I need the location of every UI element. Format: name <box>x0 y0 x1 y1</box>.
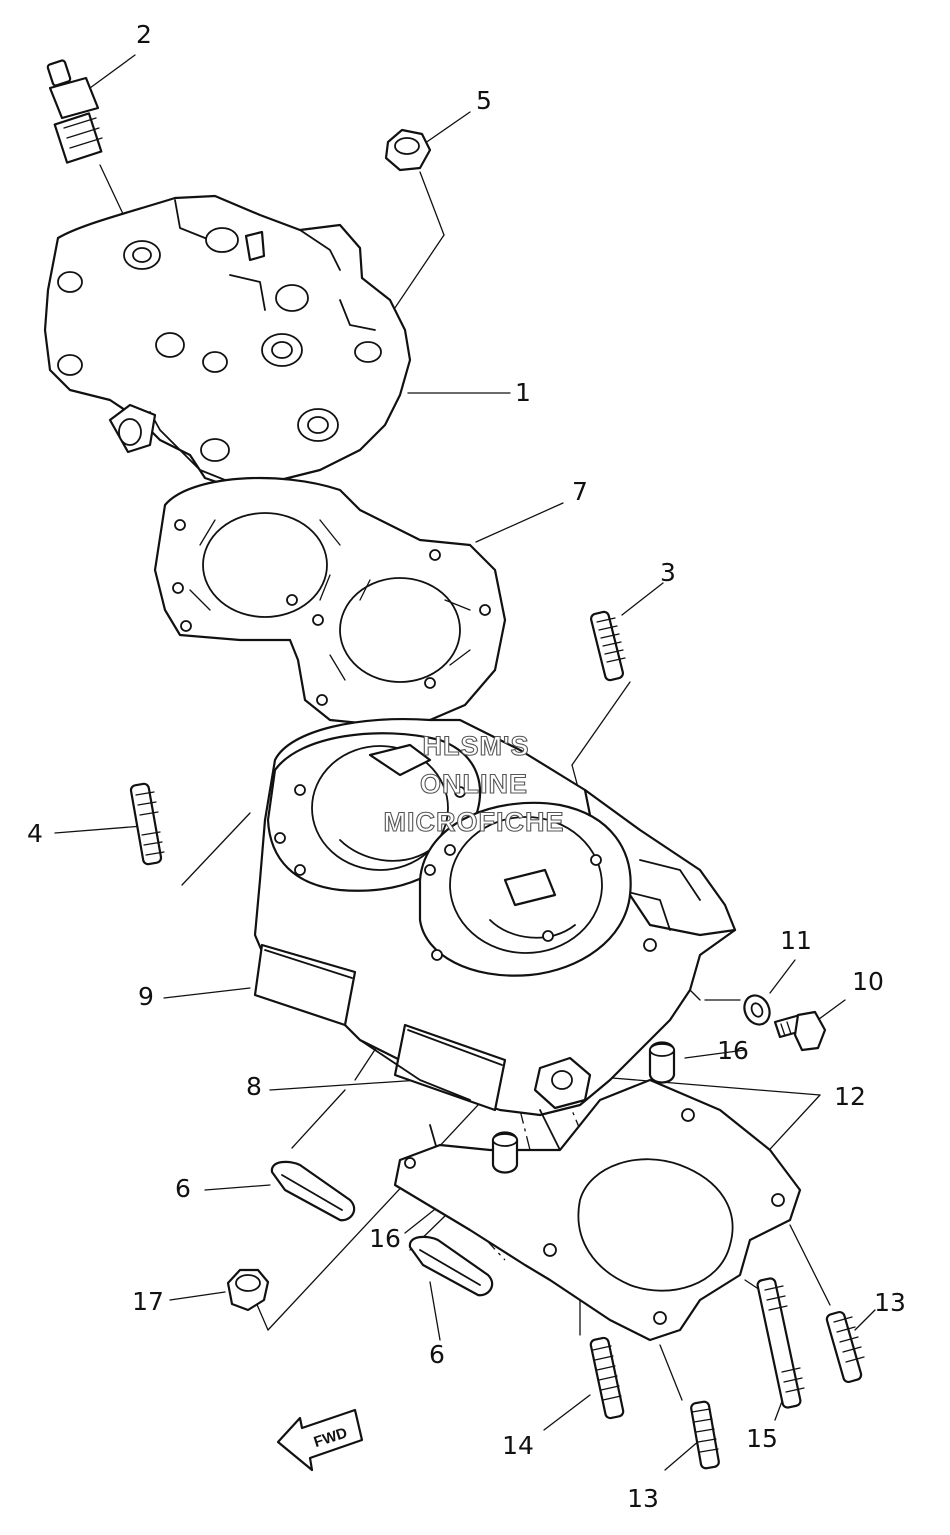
spark-plug <box>46 59 103 164</box>
port-gasket-lower <box>408 1235 494 1297</box>
cylinder-head <box>43 194 412 492</box>
callout-13-right: 13 <box>874 1288 906 1317</box>
callout-8: 8 <box>246 1072 262 1101</box>
callout-7: 7 <box>572 477 588 506</box>
callout-2: 2 <box>136 20 152 49</box>
callout-11: 11 <box>780 926 812 955</box>
cylinder-block <box>253 717 737 1211</box>
callout-9: 9 <box>138 982 154 1011</box>
stud-bolt-13-lower <box>690 1400 720 1470</box>
callout-10: 10 <box>852 967 884 996</box>
stud-bolt-4 <box>129 782 165 866</box>
stud-bolt-14 <box>589 1336 625 1420</box>
stud-bolt-15 <box>756 1277 805 1409</box>
base-gasket <box>393 1078 802 1342</box>
stud-bolt-13-right <box>825 1310 865 1384</box>
watermark: HLSM'S ONLINE MICROFICHE <box>383 730 565 837</box>
dowel-pin-lower <box>491 1131 519 1174</box>
watermark-line-3: MICROFICHE <box>384 807 565 837</box>
watermark-line-1: HLSM'S <box>423 731 530 761</box>
callout-6-upper: 6 <box>175 1174 191 1203</box>
forward-direction-arrow: FWD <box>276 1408 364 1472</box>
callout-15: 15 <box>746 1424 778 1453</box>
port-gasket-upper <box>270 1160 356 1222</box>
watermark-line-2: ONLINE <box>420 769 528 799</box>
callout-3: 3 <box>660 558 676 587</box>
head-nut <box>384 128 432 172</box>
drain-bolt <box>773 1010 827 1052</box>
callout-numbers: 2 5 1 7 3 4 11 10 9 16 8 12 6 16 17 13 6… <box>27 20 906 1513</box>
callout-12: 12 <box>834 1082 866 1111</box>
cylinder-nut <box>226 1268 270 1312</box>
callout-13-lower: 13 <box>627 1484 659 1513</box>
callout-16-lower: 16 <box>369 1224 401 1253</box>
dowel-pin-upper <box>648 1041 676 1084</box>
callout-5: 5 <box>476 86 492 115</box>
callout-4: 4 <box>27 819 43 848</box>
callout-17: 17 <box>132 1287 164 1316</box>
head-gasket <box>153 476 507 727</box>
callout-14: 14 <box>502 1431 534 1460</box>
callout-6-lower: 6 <box>429 1340 445 1369</box>
callout-1: 1 <box>515 378 531 407</box>
washer <box>743 994 771 1026</box>
stud-bolt-3 <box>590 610 626 682</box>
callout-16-upper: 16 <box>717 1036 749 1065</box>
